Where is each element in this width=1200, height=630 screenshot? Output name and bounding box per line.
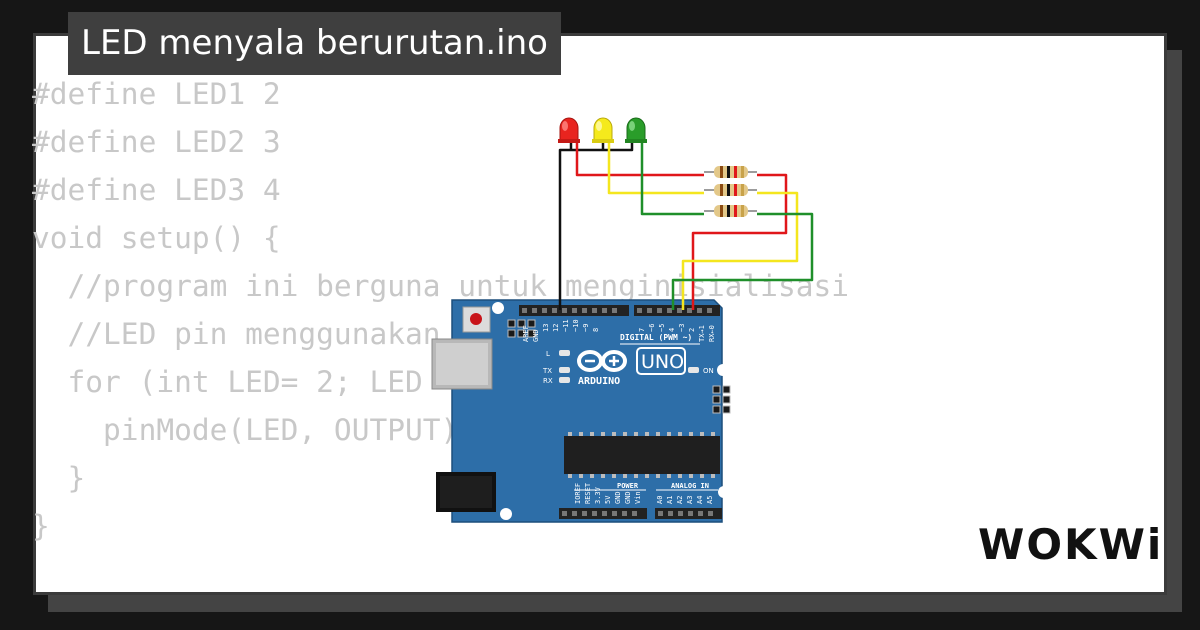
code-line: } xyxy=(32,509,50,543)
board-model: UNO xyxy=(641,351,684,373)
analog-label: ANALOG IN xyxy=(671,482,709,490)
pin-label: ~6 xyxy=(648,324,656,332)
resistor-1 xyxy=(704,166,757,178)
led-red xyxy=(558,117,580,143)
analog-pin-label: A5 xyxy=(706,496,714,504)
pin-label: 4 xyxy=(668,328,676,332)
power-pin-label: Vin xyxy=(634,491,642,504)
led-label-l: L xyxy=(546,350,550,358)
arduino-logo-text: ARDUINO xyxy=(578,376,620,387)
code-line: } xyxy=(32,461,86,495)
pin-label: TX→1 xyxy=(698,325,706,342)
led-label-tx: TX xyxy=(542,367,552,375)
power-pin-label: GND xyxy=(614,491,622,504)
pin-label: ~3 xyxy=(678,324,686,332)
digital-label: DIGITAL (PWM ~) xyxy=(620,333,692,342)
code-line: void setup() { xyxy=(32,221,281,255)
power-pin-label: 5V xyxy=(604,495,612,504)
label-aref: AREF xyxy=(522,325,530,342)
power-pin-label: RESET xyxy=(584,482,592,504)
analog-pin-label: A3 xyxy=(686,496,694,504)
led-label-rx: RX xyxy=(543,377,553,385)
resistor-2 xyxy=(704,184,757,196)
analog-pin-label: A2 xyxy=(676,496,684,504)
project-title: LED menyala berurutan.ino xyxy=(68,12,561,75)
pin-label: ~9 xyxy=(582,324,590,332)
wires xyxy=(558,137,814,310)
pin-label: ~5 xyxy=(658,324,666,332)
pin-label: 7 xyxy=(638,328,646,332)
led-label-on: ON xyxy=(703,367,714,375)
wokwi-logo: WOKWi xyxy=(978,520,1164,569)
pin-label: 12 xyxy=(552,324,560,332)
pin-label: RX←0 xyxy=(708,325,716,342)
power-pin-label: 3.3V xyxy=(594,486,602,504)
resistor-3 xyxy=(704,205,757,217)
pin-label: ~10 xyxy=(572,319,580,332)
power-pin-label: IOREF xyxy=(574,483,582,504)
power-pin-label: GND xyxy=(624,491,632,504)
code-line: #define LED1 2 xyxy=(32,77,281,111)
analog-pin-label: A1 xyxy=(666,496,674,504)
pin-label: ~11 xyxy=(562,319,570,332)
led-yellow xyxy=(592,117,614,143)
led-green xyxy=(625,117,647,143)
pin-label: 8 xyxy=(592,328,600,332)
code-line: //program ini berguna untuk menginisiali… xyxy=(32,269,849,303)
label-gnd: GND xyxy=(532,329,540,342)
arduino-uno-board: AREF GND 13 12 ~11 ~10 ~9 8 7 ~6 ~5 4 ~3… xyxy=(431,299,731,523)
pin-label: 2 xyxy=(688,328,696,332)
power-label: POWER xyxy=(617,482,639,490)
analog-pin-label: A0 xyxy=(656,496,664,504)
arduino-logo-icon xyxy=(577,350,627,372)
pin-label: 13 xyxy=(542,324,550,332)
code-line: #define LED2 3 xyxy=(32,125,281,159)
analog-pin-label: A4 xyxy=(696,496,704,504)
microcontroller-chip xyxy=(564,436,720,474)
code-line: #define LED3 4 xyxy=(32,173,281,207)
